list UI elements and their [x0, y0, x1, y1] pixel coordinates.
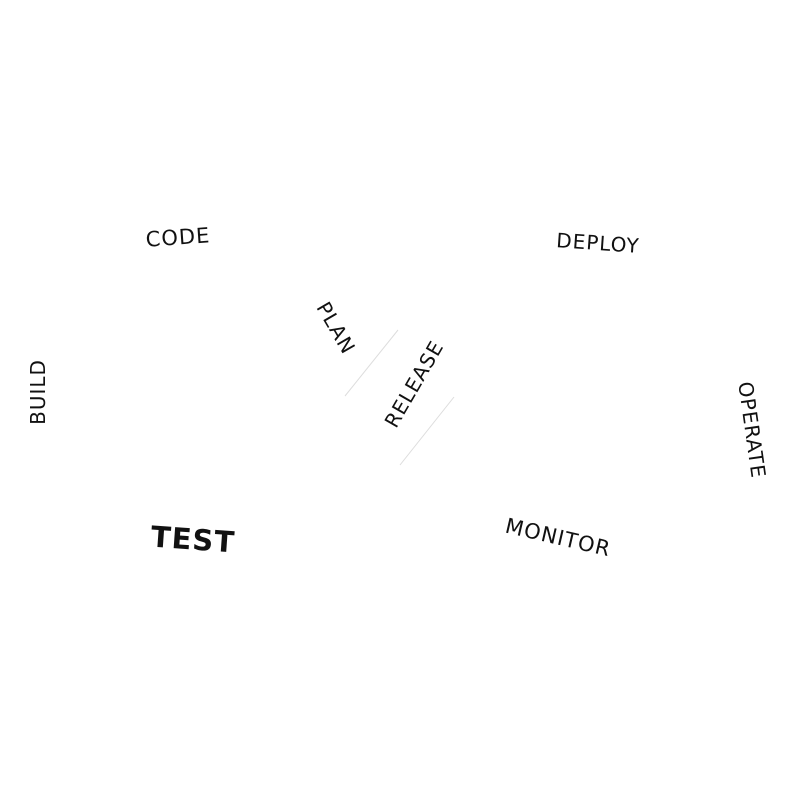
- divider-line-lower: [399, 396, 455, 466]
- divider-line-upper: [344, 329, 399, 397]
- stage-label-code: CODE: [144, 223, 212, 252]
- stage-label-build: BUILD: [26, 359, 50, 425]
- stage-label-test: TEST: [149, 519, 237, 560]
- stage-label-deploy: DEPLOY: [555, 228, 641, 258]
